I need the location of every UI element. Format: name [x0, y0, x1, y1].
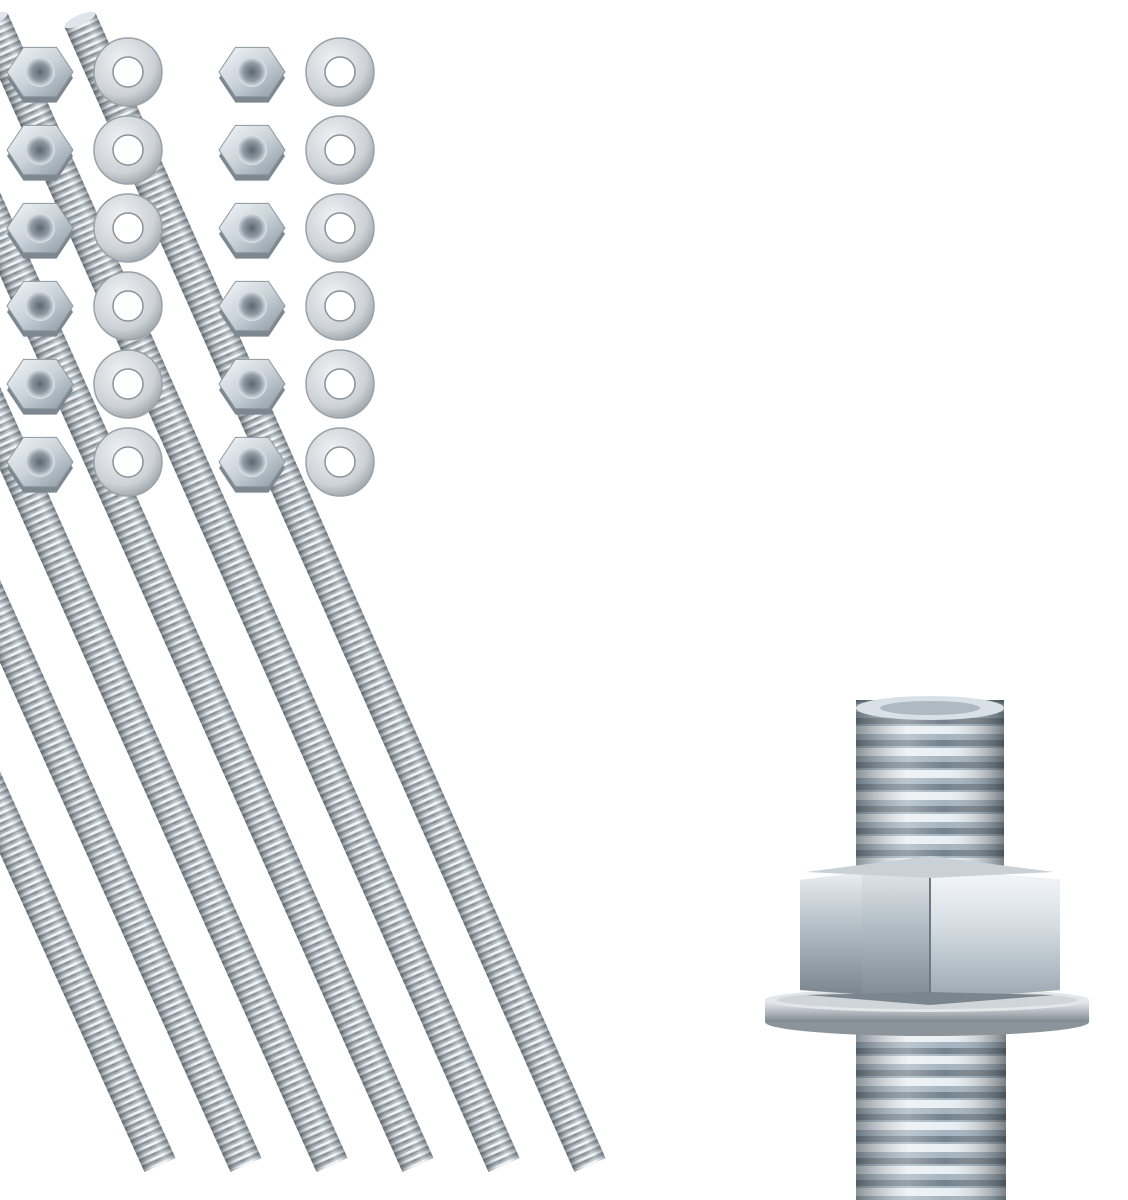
hex-nut: [218, 280, 286, 337]
flat-washer: [93, 193, 163, 263]
flat-washer: [305, 115, 375, 185]
hex-nut: [6, 202, 74, 259]
flat-washer: [305, 193, 375, 263]
nut-washer-grid: [6, 37, 375, 497]
threaded-rod: [64, 11, 606, 1172]
hex-nut: [218, 46, 286, 103]
bolt-upper-shank: [856, 696, 1004, 870]
hex-nut: [6, 124, 74, 181]
hex-nut: [218, 124, 286, 181]
flat-washer: [93, 115, 163, 185]
hex-nut: [6, 280, 74, 337]
threaded-rod: [0, 12, 176, 1173]
bolt-closeup: [765, 696, 1089, 1200]
flat-washer: [93, 271, 163, 341]
bolt-lower-shank: [856, 1010, 1006, 1200]
hex-nut: [218, 202, 286, 259]
bolt-hex-nut: [800, 856, 1060, 1005]
flat-washer: [93, 37, 163, 107]
hex-nut: [6, 358, 74, 415]
hex-nut: [6, 46, 74, 103]
flat-washer: [93, 349, 163, 419]
threaded-rods: [0, 11, 606, 1173]
flat-washer: [305, 37, 375, 107]
flat-washer: [305, 427, 375, 497]
flat-washer: [305, 271, 375, 341]
hex-nut: [6, 436, 74, 493]
flat-washer: [305, 349, 375, 419]
flat-washer: [93, 427, 163, 497]
hex-nut: [218, 436, 286, 493]
threaded-rod: [0, 13, 348, 1172]
threaded-rod: [0, 12, 262, 1173]
hex-nut: [218, 358, 286, 415]
